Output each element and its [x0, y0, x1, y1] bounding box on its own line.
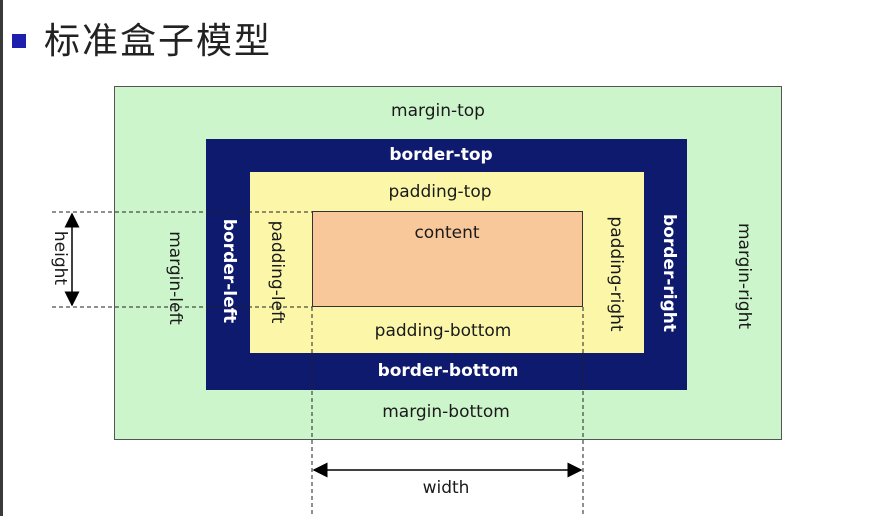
- height-label: height: [50, 230, 70, 286]
- margin-top-label: margin-top: [391, 101, 485, 121]
- width-label: width: [422, 478, 470, 498]
- margin-bottom-label: margin-bottom: [382, 402, 510, 422]
- padding-right-label: padding-right: [606, 216, 626, 332]
- page-title: 标准盒子模型: [44, 21, 273, 62]
- margin-left-label: margin-left: [165, 231, 185, 325]
- bullet-square-icon: [12, 34, 26, 48]
- margin-right-label: margin-right: [734, 222, 754, 330]
- content-area: [312, 211, 583, 307]
- border-bottom-label: border-bottom: [377, 361, 519, 381]
- padding-top-label: padding-top: [388, 182, 492, 202]
- padding-left-label: padding-left: [267, 220, 287, 324]
- border-top-label: border-top: [389, 145, 493, 165]
- border-right-label: border-right: [659, 214, 679, 332]
- border-left-label: border-left: [219, 218, 239, 324]
- window-edge: [0, 0, 3, 516]
- padding-bottom-label: padding-bottom: [374, 321, 512, 341]
- content-label: content: [414, 223, 480, 243]
